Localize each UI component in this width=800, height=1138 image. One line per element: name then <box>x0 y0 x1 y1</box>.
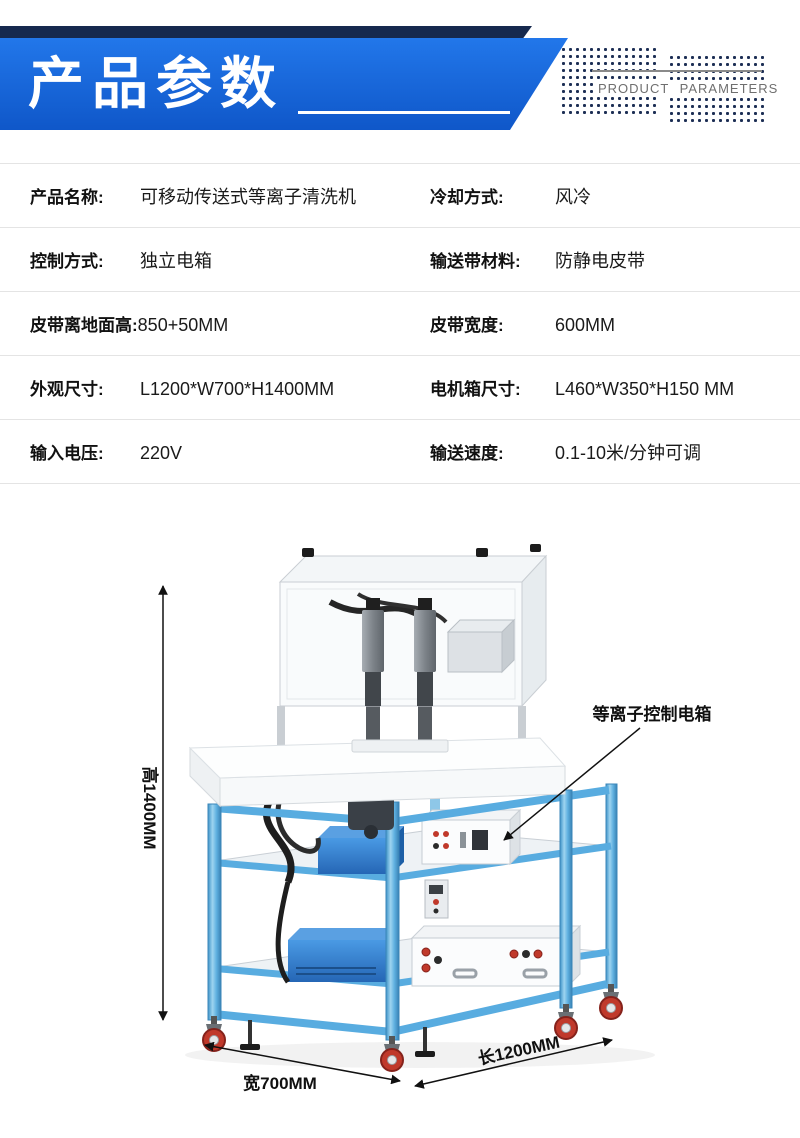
conveyor-belt <box>188 737 567 808</box>
spec-value: L460*W350*H150 MM <box>555 379 735 399</box>
spec-value: 220V <box>140 443 183 463</box>
spec-label: 外观尺寸: <box>30 380 104 399</box>
spec-cell-dimensions: 外观尺寸: L1200*W700*H1400MM <box>0 375 400 400</box>
table-row: 皮带离地面高: 850+50MM 皮带宽度: 600MM <box>0 292 800 356</box>
spec-label: 控制方式: <box>30 251 104 271</box>
spec-label: 皮带离地面高: <box>30 316 138 335</box>
caster-wheel <box>599 984 623 1020</box>
spec-value: 风冷 <box>555 186 591 207</box>
enclosure-post <box>518 706 526 754</box>
spec-cell-control-mode: 控制方式: 独立电箱 <box>0 247 400 273</box>
table-row: 外观尺寸: L1200*W700*H1400MM 电机箱尺寸: L460*W35… <box>0 356 800 420</box>
spec-label: 电机箱尺寸: <box>430 380 521 399</box>
table-row: 产品名称: 可移动传送式等离子清洗机 冷却方式: 风冷 <box>0 163 800 228</box>
spec-value: 850+50MM <box>137 315 229 335</box>
switch-panel <box>424 879 449 919</box>
subtitle-rule <box>592 70 762 72</box>
spec-value: 防静电皮带 <box>555 250 645 271</box>
page-title: 产品参数 <box>28 52 284 115</box>
spec-label: 皮带宽度: <box>430 316 504 335</box>
spec-cell-speed: 输送速度: 0.1-10米/分钟可调 <box>400 439 800 465</box>
spec-table: 产品名称: 可移动传送式等离子清洗机 冷却方式: 风冷 控制方式: 独立电箱 输… <box>0 163 800 484</box>
spec-cell-cooling: 冷却方式: 风冷 <box>400 183 800 209</box>
dimension-width: 宽700MM <box>204 1041 401 1093</box>
inner-metal-box <box>446 618 516 674</box>
spec-cell-motor-box: 电机箱尺寸: L460*W350*H150 MM <box>400 375 800 400</box>
spec-value: 0.1-10米/分钟可调 <box>555 442 702 463</box>
annotation-callout: 等离子控制电箱 <box>503 704 712 841</box>
spec-label: 输送速度: <box>430 443 504 463</box>
width-dimension-label: 宽700MM <box>243 1073 317 1093</box>
height-dimension-label: 高1400MM <box>140 766 160 849</box>
spec-cell-belt-material: 输送带材料: 防静电皮带 <box>400 247 800 273</box>
spec-value: L1200*W700*H1400MM <box>140 379 335 399</box>
spec-value: 600MM <box>555 315 616 335</box>
leveling-foot <box>415 1027 435 1057</box>
enclosure-post <box>277 706 285 754</box>
annotation-arrow <box>503 727 641 841</box>
spec-cell-belt-height: 皮带离地面高: 850+50MM <box>0 311 400 336</box>
spec-cell-voltage: 输入电压: 220V <box>0 439 400 464</box>
title-banner: 产品参数 <box>0 38 568 130</box>
table-row: 输入电压: 220V 输送速度: 0.1-10米/分钟可调 <box>0 420 800 484</box>
spec-label: 输入电压: <box>30 444 104 463</box>
spec-value: 可移动传送式等离子清洗机 <box>140 186 356 207</box>
table-row: 控制方式: 独立电箱 输送带材料: 防静电皮带 <box>0 228 800 292</box>
machine-illustration: 高1400MM 宽700MM 长1200MM 等离子控制电箱 <box>140 544 712 1093</box>
caster-wheel <box>380 1036 404 1072</box>
page-subtitle: PRODUCT PARAMETERS <box>594 80 783 97</box>
page-header: 产品参数 PRODUCT PARAMETERS <box>0 0 800 160</box>
plasma-control-box <box>420 808 522 866</box>
power-supply-boxes <box>288 924 582 988</box>
plasma-heads <box>362 598 436 706</box>
spec-cell-product-name: 产品名称: 可移动传送式等离子清洗机 <box>0 183 400 209</box>
spec-label: 产品名称: <box>30 187 104 207</box>
spec-value: 独立电箱 <box>140 250 212 271</box>
title-underline <box>298 111 510 114</box>
dimension-height: 高1400MM <box>140 585 168 1021</box>
spec-label: 输送带材料: <box>430 251 521 271</box>
spec-label: 冷却方式: <box>430 187 504 207</box>
product-figure: 高1400MM 宽700MM 长1200MM 等离子控制电箱 <box>120 540 720 1110</box>
acrylic-enclosure <box>278 544 548 708</box>
spec-cell-belt-width: 皮带宽度: 600MM <box>400 311 800 336</box>
leveling-foot <box>240 1020 260 1050</box>
caster-wheel <box>554 1004 578 1040</box>
annotation-label: 等离子控制电箱 <box>593 704 712 724</box>
